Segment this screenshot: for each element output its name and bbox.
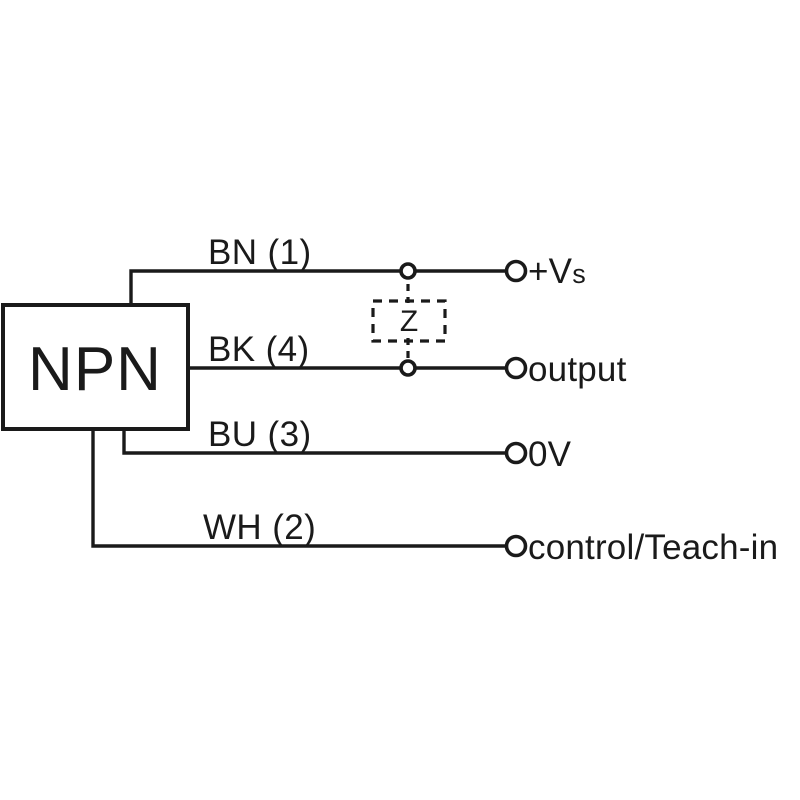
z-dashed-enclosure [371,299,447,343]
wire-label-wh: WH (2) [203,508,316,547]
terminal-label-control: control/Teach-in [528,528,778,567]
terminal-label-vs-main: +V [528,252,573,291]
terminal-label-vs: +Vs [528,252,586,291]
npn-device-box [1,303,190,431]
terminal-label-0v: 0V [528,435,572,474]
terminal-circle-0v[interactable] [504,441,528,465]
terminal-circle-vs[interactable] [504,259,528,283]
wire-label-bu: BU (3) [208,415,312,454]
wire-label-bn: BN (1) [208,233,312,272]
junction-dot-bk [399,359,417,377]
wire-label-bk: BK (4) [208,330,310,369]
junction-dot-bn [399,262,417,280]
z-component-label: Z [400,305,418,338]
npn-device-label: NPN [28,335,162,404]
terminal-label-output: output [528,350,627,389]
terminal-label-vs-subscript: s [572,259,586,289]
terminal-circle-control[interactable] [504,534,528,558]
wire-path-wh [91,429,509,548]
terminal-circle-output[interactable] [504,356,528,380]
wire-path-bu [122,429,509,455]
wire-path-bn [129,269,509,305]
